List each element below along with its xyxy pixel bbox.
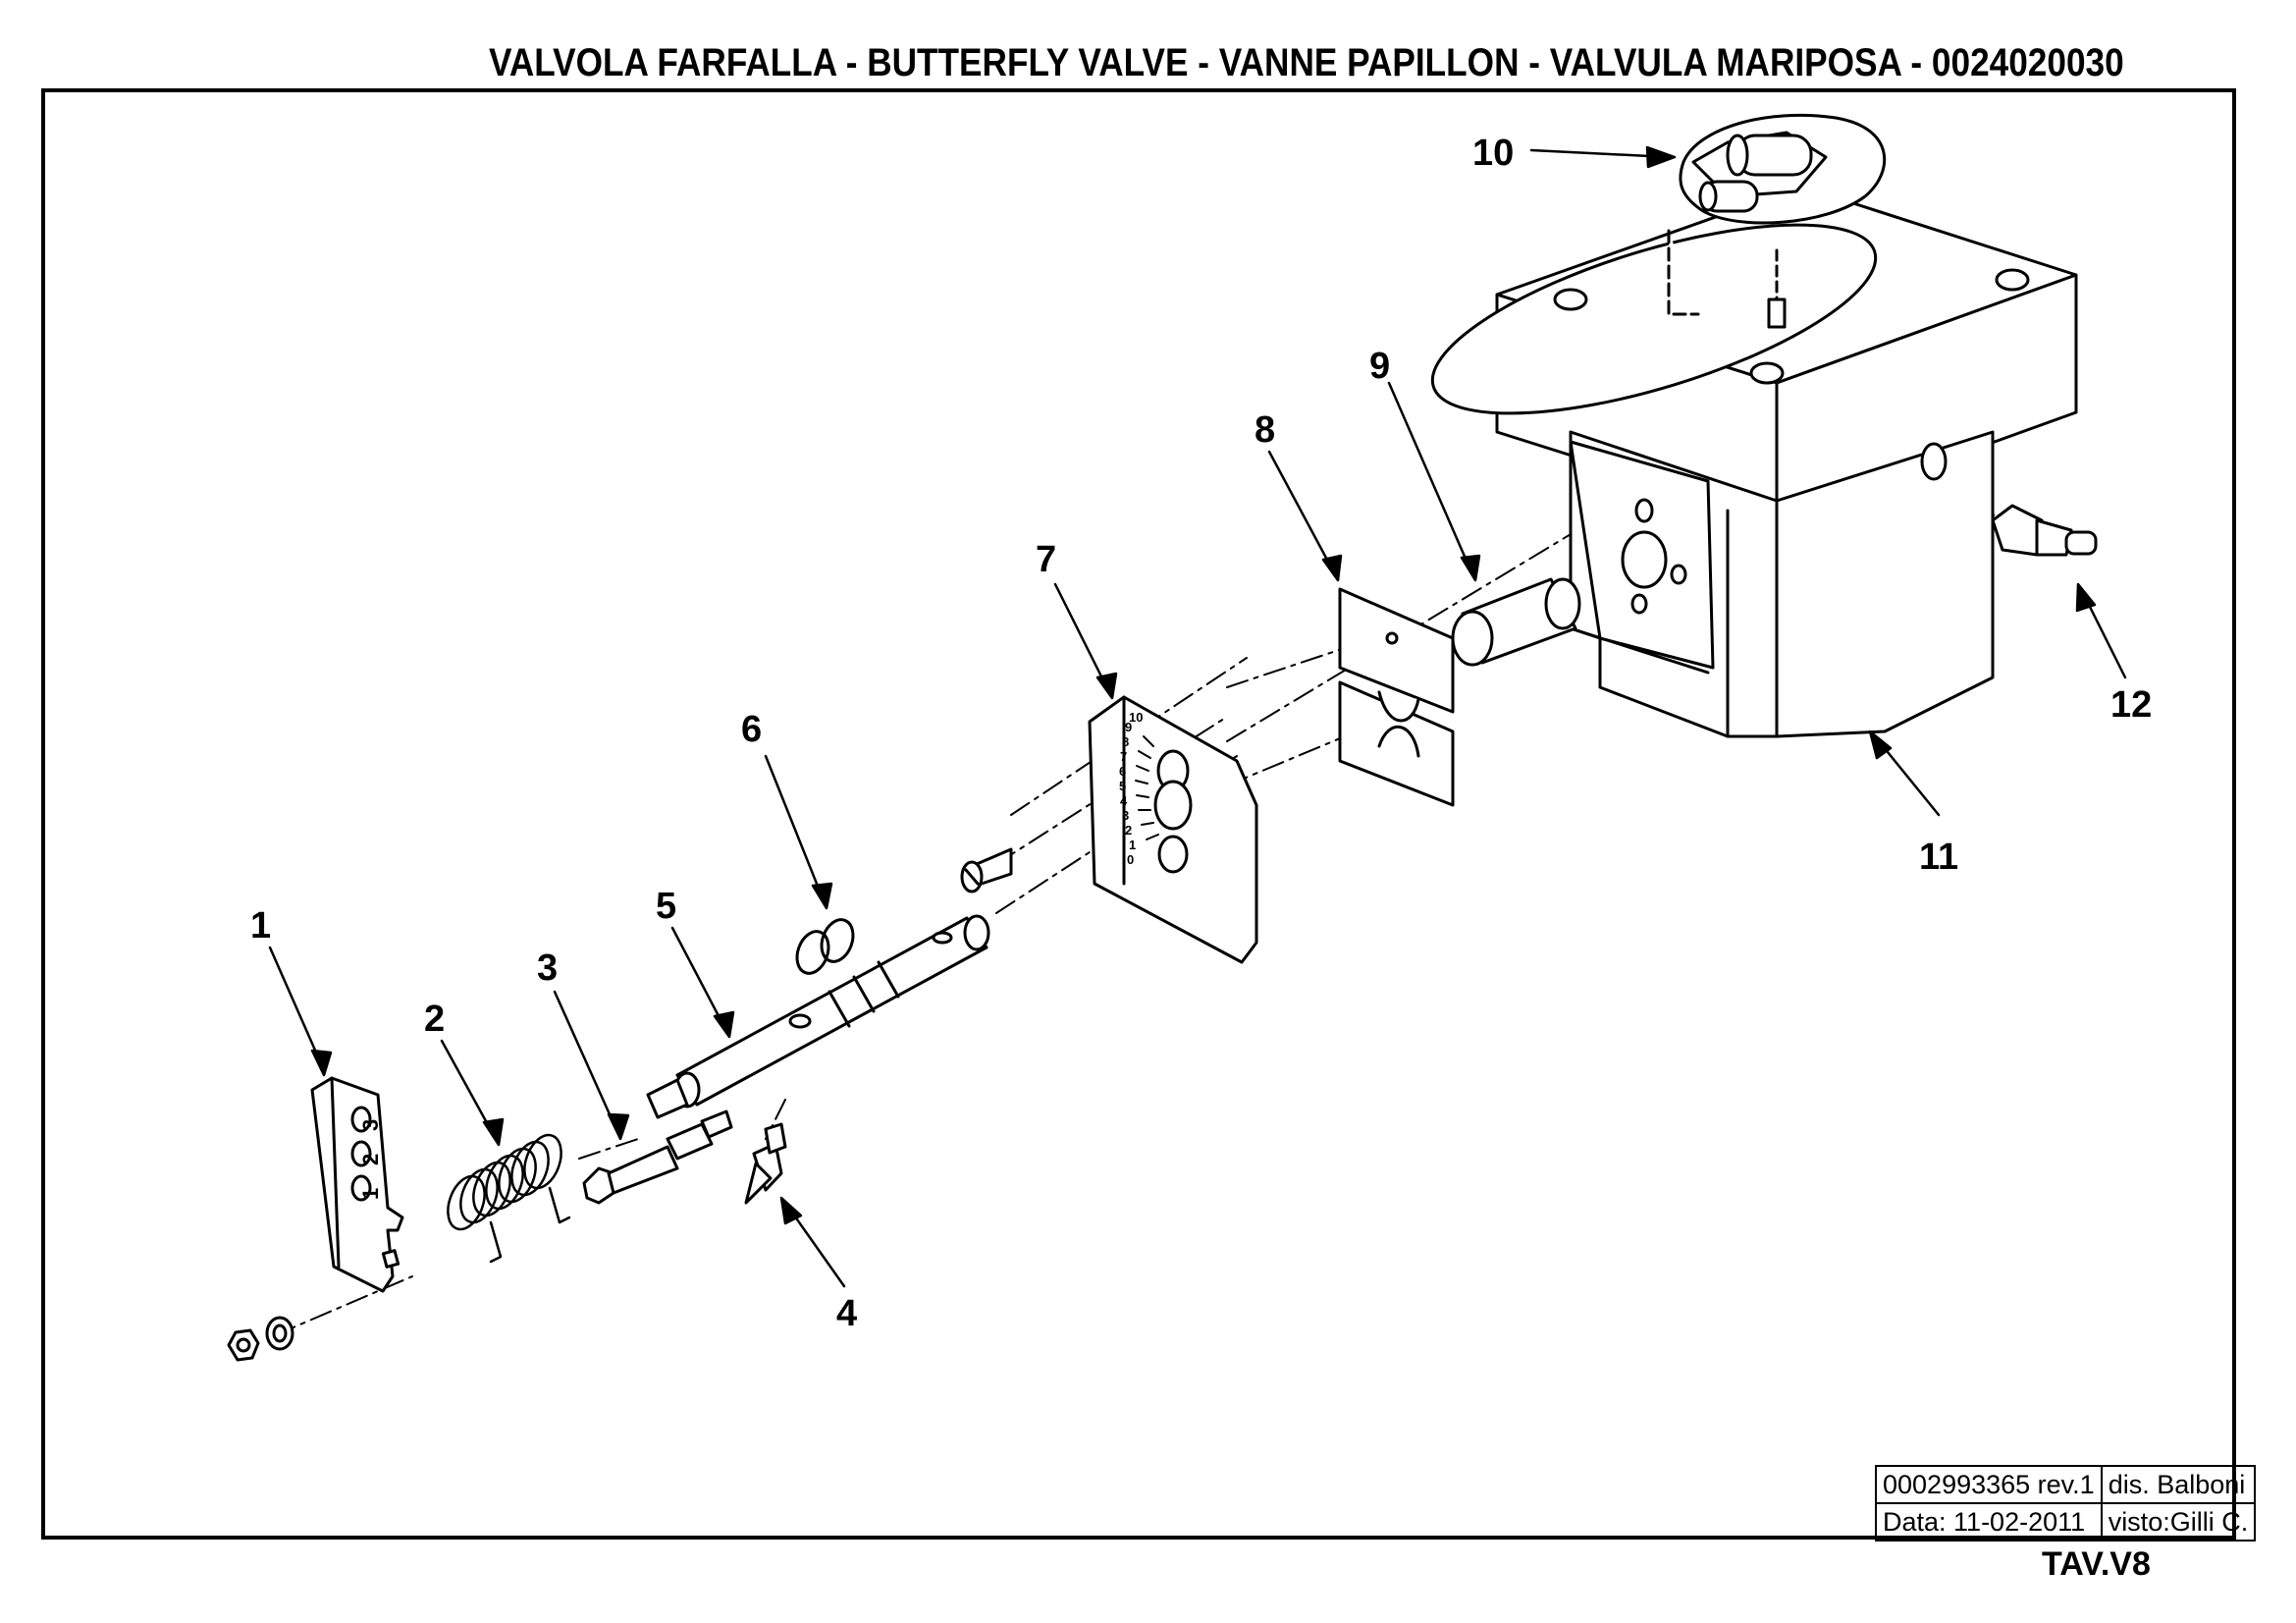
callout-5: 5 (656, 886, 676, 927)
plate-label: 2 (358, 1154, 383, 1165)
callout-10: 10 (1472, 133, 1514, 174)
shaft (646, 914, 990, 1119)
spring (447, 1133, 571, 1264)
adjustment-plate (310, 1076, 404, 1293)
nut-and-washer (227, 1316, 294, 1362)
callout-7: 7 (1036, 539, 1056, 580)
callout-8: 8 (1255, 409, 1275, 451)
grease-nipple (1991, 504, 2098, 557)
drawn-by: dis. Balboni (2100, 1465, 2257, 1504)
scale-label: 0 (1127, 852, 1134, 867)
scale-label: 8 (1122, 734, 1129, 749)
scale-ticks (1135, 735, 1159, 840)
plate-label: 1 (358, 1188, 383, 1200)
plate-label: 3 (358, 1119, 383, 1131)
callout-6: 6 (741, 709, 762, 750)
plate-screw (960, 847, 1013, 893)
scale-label: 9 (1125, 720, 1132, 734)
title-block: 0002993365 rev.1 dis. Balboni Data: 11-0… (1875, 1465, 2257, 1542)
callout-2: 2 (424, 999, 445, 1040)
leader-lines (268, 145, 2127, 1288)
gasket (1338, 587, 1455, 807)
scale-label: 2 (1125, 823, 1132, 838)
callout-1: 1 (250, 905, 271, 947)
indicator-plate (1088, 695, 1258, 964)
lubricator-pin (744, 1122, 787, 1205)
scale-label: 10 (1129, 710, 1143, 725)
valve-body (1430, 185, 2078, 738)
callout-11: 11 (1919, 837, 1958, 878)
scale-label: 6 (1119, 764, 1126, 779)
bushing (1451, 577, 1581, 667)
sheet-number: TAV.V8 (2042, 1545, 2151, 1583)
scale-label: 4 (1120, 793, 1128, 808)
scale-label: 7 (1120, 749, 1127, 764)
drawing-title: VALVOLA FARFALLA - BUTTERFLY VALVE - VAN… (489, 41, 2124, 84)
scale-label: 1 (1129, 838, 1136, 852)
drawing-date: Data: 11-02-2011 (1875, 1502, 2103, 1542)
callout-4: 4 (836, 1293, 857, 1334)
plate-labels: 1 2 3 (358, 1119, 383, 1200)
o-rings (795, 918, 855, 975)
drawing-frame (41, 88, 2236, 1540)
lever-knob (1667, 114, 1887, 329)
callout-9: 9 (1369, 346, 1390, 387)
callout-12: 12 (2110, 684, 2152, 726)
callout-labels: 1 2 3 4 5 6 7 8 9 10 11 12 (250, 133, 2152, 1334)
scale-label: 3 (1122, 808, 1129, 823)
pivot-pin (582, 1109, 733, 1205)
scale-labels: 0 1 2 3 4 5 6 7 8 9 10 (1119, 710, 1143, 867)
callout-3: 3 (537, 947, 558, 989)
checked-by: visto:Gilli C. (2100, 1502, 2257, 1542)
drawing-number: 0002993365 rev.1 (1875, 1465, 2103, 1504)
scale-label: 5 (1119, 779, 1126, 793)
